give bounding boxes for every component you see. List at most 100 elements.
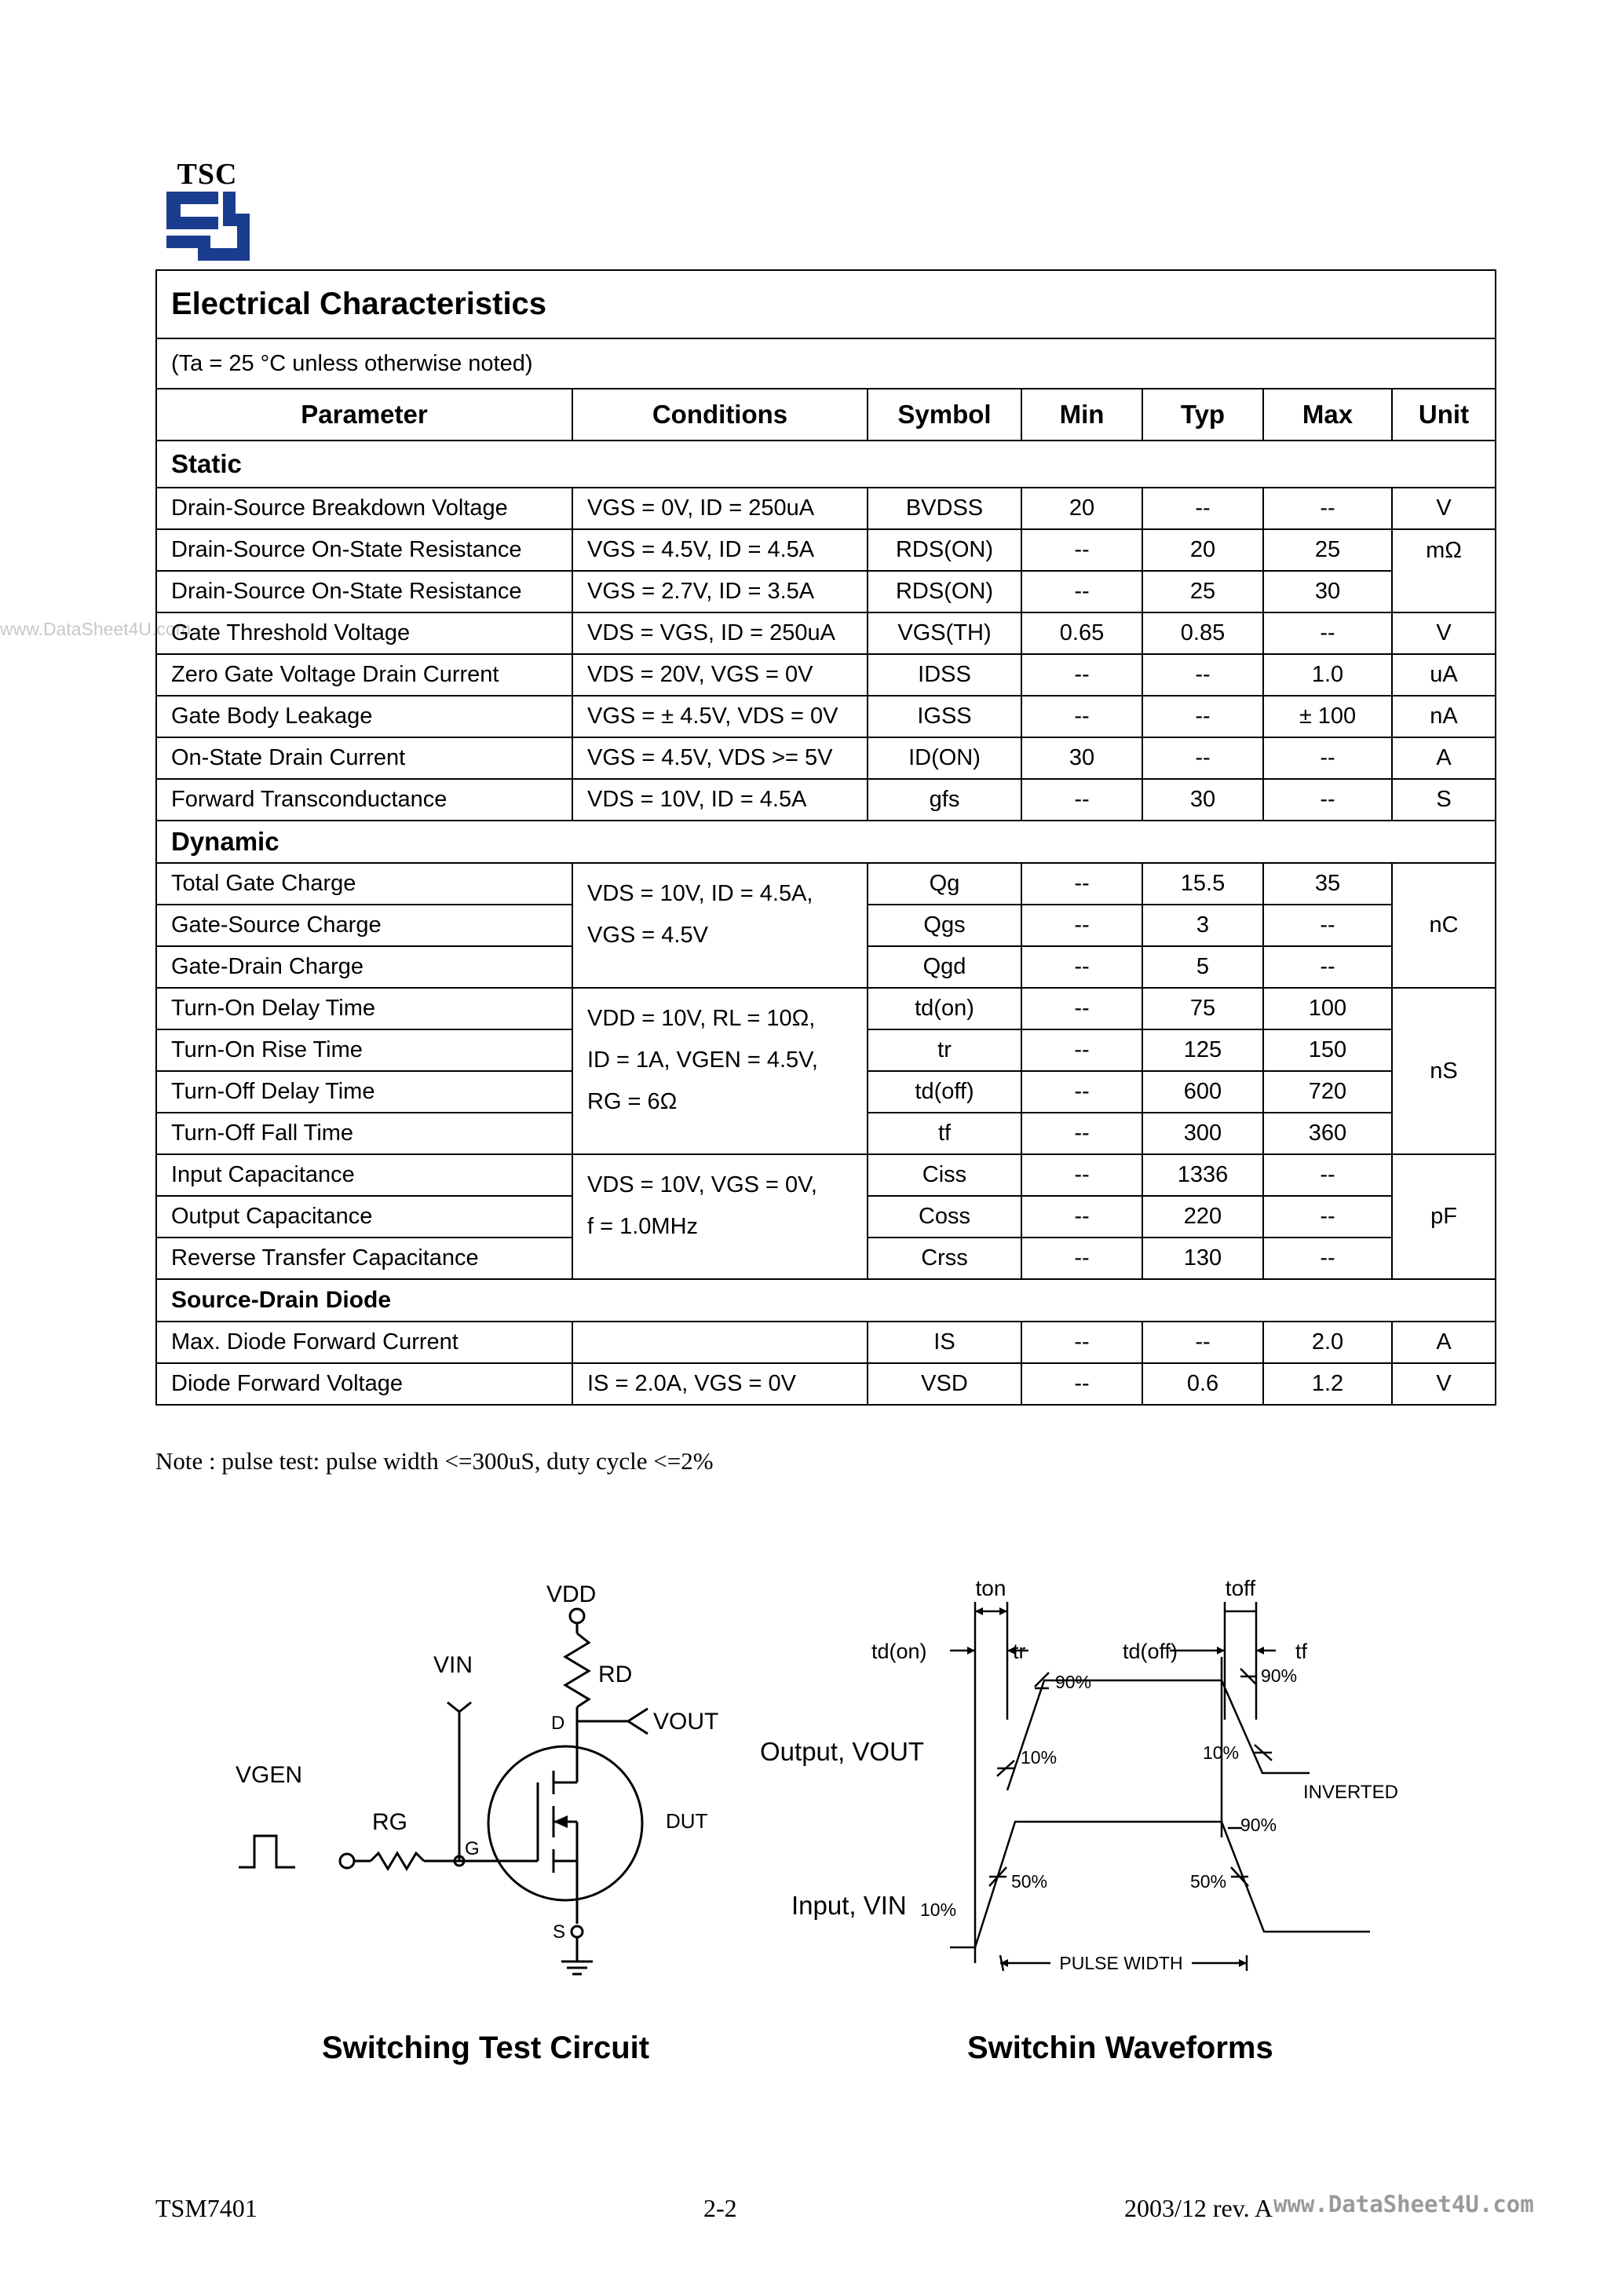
table-row: Gate-Source Charge Qgs -- 3 -- — [155, 904, 1496, 947]
label-ton: ton — [976, 1576, 1006, 1600]
typ-cell: 75 — [1142, 987, 1264, 1030]
label-dut: DUT — [666, 1809, 708, 1833]
section-source-drain-diode: Source-Drain Diode — [155, 1278, 1497, 1322]
typ-cell: 30 — [1142, 778, 1264, 821]
cond-cell: VDS = 10V, ID = 4.5A, VGS = 4.5V — [572, 862, 868, 989]
symbol-cell: Coss — [867, 1195, 1022, 1238]
symbol-cell: BVDSS — [867, 487, 1022, 530]
switching-test-circuit: VDD RD VIN D VOUT VGEN RG G DUT S — [236, 1581, 718, 1976]
symbol-cell: IDSS — [867, 653, 1022, 696]
max-cell: -- — [1262, 487, 1393, 530]
table-row: Gate Body Leakage VGS = ± 4.5V, VDS = 0V… — [155, 695, 1497, 738]
switching-waveforms: ton toff td(on) tr td(off) tf 90% 90% 10… — [760, 1576, 1398, 1973]
min-cell: -- — [1021, 1362, 1143, 1406]
cond-cell: VDD = 10V, RL = 10Ω, ID = 1A, VGEN = 4.5… — [572, 987, 868, 1155]
label-rd: RD — [598, 1662, 632, 1687]
label-output-vout: Output, VOUT — [760, 1737, 924, 1766]
label-90-input: 90% — [1240, 1815, 1277, 1835]
typ-cell: -- — [1142, 487, 1264, 530]
cond-cell: VDS = VGS, ID = 250uA — [572, 612, 868, 655]
cond-cell: VGS = ± 4.5V, VDS = 0V — [572, 695, 868, 738]
label-tdoff: td(off) — [1123, 1640, 1178, 1663]
unit-cell: A — [1390, 737, 1497, 780]
table-row: Output Capacitance Coss -- 220 -- — [155, 1195, 1496, 1238]
table-row: Total Gate Charge VDS = 10V, ID = 4.5A, … — [155, 862, 1497, 989]
header-min: Min — [1021, 388, 1143, 441]
typ-cell: 600 — [1142, 1070, 1264, 1113]
min-cell: -- — [1021, 1237, 1143, 1280]
max-cell: 30 — [1262, 570, 1393, 613]
label-vgen: VGEN — [236, 1762, 302, 1788]
header-conditions: Conditions — [572, 388, 868, 441]
waveforms-caption: Switchin Waveforms — [967, 2031, 1273, 2065]
param-cell: Output Capacitance — [155, 1195, 573, 1238]
param-cell: Zero Gate Voltage Drain Current — [155, 653, 573, 696]
symbol-cell: IS — [867, 1321, 1022, 1364]
param-cell: Drain-Source On-State Resistance — [155, 528, 573, 572]
typ-cell: -- — [1142, 737, 1264, 780]
label-tf: tf — [1295, 1640, 1308, 1663]
header-unit: Unit — [1390, 388, 1497, 441]
header-typ: Typ — [1142, 388, 1264, 441]
label-rg: RG — [372, 1809, 407, 1835]
param-cell: Gate-Drain Charge — [155, 945, 573, 989]
label-50-input-rise: 50% — [1011, 1871, 1047, 1892]
header-parameter: Parameter — [155, 388, 573, 441]
max-cell: -- — [1262, 737, 1393, 780]
mosfet-arrow-icon — [553, 1815, 568, 1828]
label-toff: toff — [1226, 1576, 1256, 1600]
symbol-cell: IGSS — [867, 695, 1022, 738]
footer-page-number: 2-2 — [703, 2194, 737, 2222]
min-cell: -- — [1021, 945, 1143, 989]
symbol-cell: tr — [867, 1029, 1022, 1072]
header-symbol: Symbol — [867, 388, 1022, 441]
min-cell: -- — [1021, 570, 1143, 613]
typ-cell: -- — [1142, 695, 1264, 738]
symbol-cell: ID(ON) — [867, 737, 1022, 780]
table-row: Gate Threshold Voltage VDS = VGS, ID = 2… — [155, 612, 1497, 655]
max-cell: 360 — [1262, 1112, 1393, 1155]
arrow-right-icon — [999, 1607, 1007, 1615]
table-row: Zero Gate Voltage Drain Current VDS = 20… — [155, 653, 1497, 696]
typ-cell: -- — [1142, 653, 1264, 696]
label-s: S — [553, 1921, 565, 1943]
unit-cell: V — [1390, 487, 1497, 530]
max-cell: ± 100 — [1262, 695, 1393, 738]
max-cell: -- — [1262, 945, 1393, 989]
min-cell: -- — [1021, 778, 1143, 821]
footnote: Note : pulse test: pulse width <=300uS, … — [155, 1447, 714, 1475]
cond-cell: VDS = 10V, VGS = 0V, f = 1.0MHz — [572, 1153, 868, 1280]
min-cell: -- — [1021, 653, 1143, 696]
table-row: Drain-Source On-State Resistance VGS = 2… — [155, 570, 1496, 613]
label-d: D — [551, 1713, 564, 1734]
max-cell: 2.0 — [1262, 1321, 1393, 1364]
typ-cell: 5 — [1142, 945, 1264, 989]
typ-cell: 0.6 — [1142, 1362, 1264, 1406]
section-dynamic: Dynamic — [155, 820, 1497, 864]
symbol-cell: VSD — [867, 1362, 1022, 1406]
table-row: Drain-Source On-State Resistance VGS = 4… — [155, 528, 1497, 613]
symbol-cell: tf — [867, 1112, 1022, 1155]
label-vin: VIN — [433, 1652, 473, 1678]
unit-cell: mΩ — [1390, 528, 1497, 613]
symbol-cell: Crss — [867, 1237, 1022, 1280]
symbol-cell: td(off) — [867, 1070, 1022, 1113]
max-cell: -- — [1262, 612, 1393, 655]
typ-cell: 0.85 — [1142, 612, 1264, 655]
max-cell: -- — [1262, 1153, 1393, 1197]
footer-revision: 2003/12 rev. A — [1124, 2194, 1273, 2222]
cond-cell: VGS = 4.5V, ID = 4.5A — [572, 528, 868, 572]
table-row: Turn-On Rise Time tr -- 125 150 — [155, 1029, 1496, 1072]
cond-cell: VGS = 4.5V, VDS >= 5V — [572, 737, 868, 780]
param-cell: Turn-On Delay Time — [155, 987, 573, 1030]
min-cell: -- — [1021, 695, 1143, 738]
max-cell: 720 — [1262, 1070, 1393, 1113]
param-cell: Gate Threshold Voltage — [155, 612, 573, 655]
max-cell: -- — [1262, 1237, 1393, 1280]
typ-cell: 1336 — [1142, 1153, 1264, 1197]
min-cell: -- — [1021, 1195, 1143, 1238]
unit-cell: V — [1390, 1362, 1497, 1406]
symbol-cell: Ciss — [867, 1153, 1022, 1197]
label-pulse-width: PULSE WIDTH — [1059, 1953, 1182, 1973]
arrow-right-icon — [967, 1647, 975, 1654]
